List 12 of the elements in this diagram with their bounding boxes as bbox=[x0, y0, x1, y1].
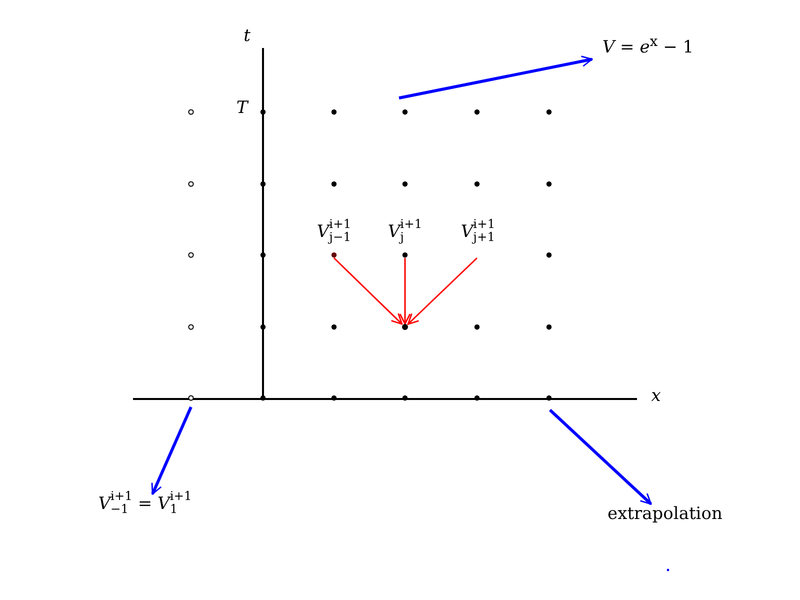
arrow bbox=[333, 257, 403, 325]
axis-label: T bbox=[235, 98, 250, 120]
arrow bbox=[398, 56, 593, 100]
annotation-text: extrapolation bbox=[598, 504, 732, 530]
arrow bbox=[151, 406, 192, 495]
axis-label: x bbox=[650, 386, 662, 408]
arrow bbox=[407, 257, 478, 325]
formula-label: V = e$^{x}$ − 1 bbox=[592, 34, 704, 62]
arrow bbox=[548, 408, 652, 506]
grid-point bbox=[402, 324, 408, 330]
axis-label: t bbox=[242, 26, 252, 48]
arrow bbox=[399, 258, 411, 325]
